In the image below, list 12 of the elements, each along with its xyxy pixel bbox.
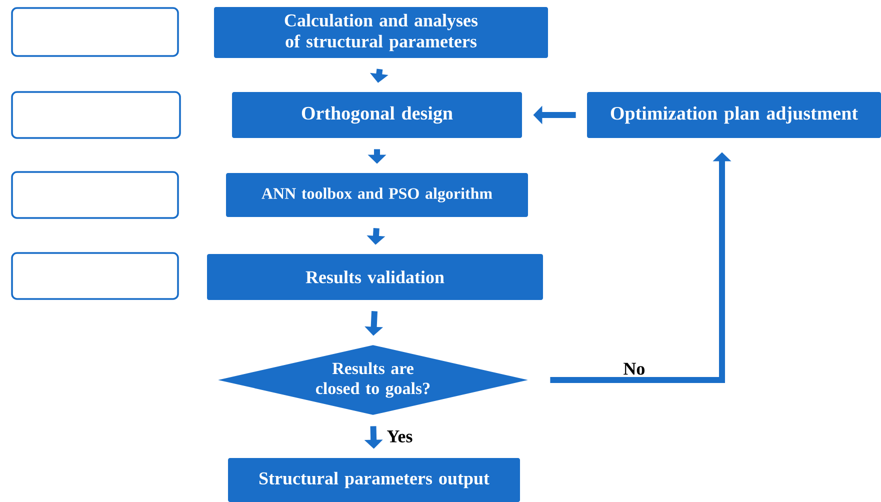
empty-box xyxy=(11,252,179,300)
process-box: Results validation xyxy=(207,254,543,300)
empty-box xyxy=(11,171,179,219)
edge-label: Yes xyxy=(386,430,414,444)
process-box: Structural parameters output xyxy=(228,458,520,502)
process-box: Calculation and analyses of structural parameters xyxy=(214,7,548,58)
process-box: Orthogonal design xyxy=(232,92,522,138)
empty-box xyxy=(11,91,181,139)
process-box: ANN toolbox and PSO algorithm xyxy=(226,173,528,217)
process-box: Optimization plan adjustment xyxy=(587,92,881,138)
edge-label: No xyxy=(622,362,646,376)
empty-box xyxy=(11,7,179,57)
